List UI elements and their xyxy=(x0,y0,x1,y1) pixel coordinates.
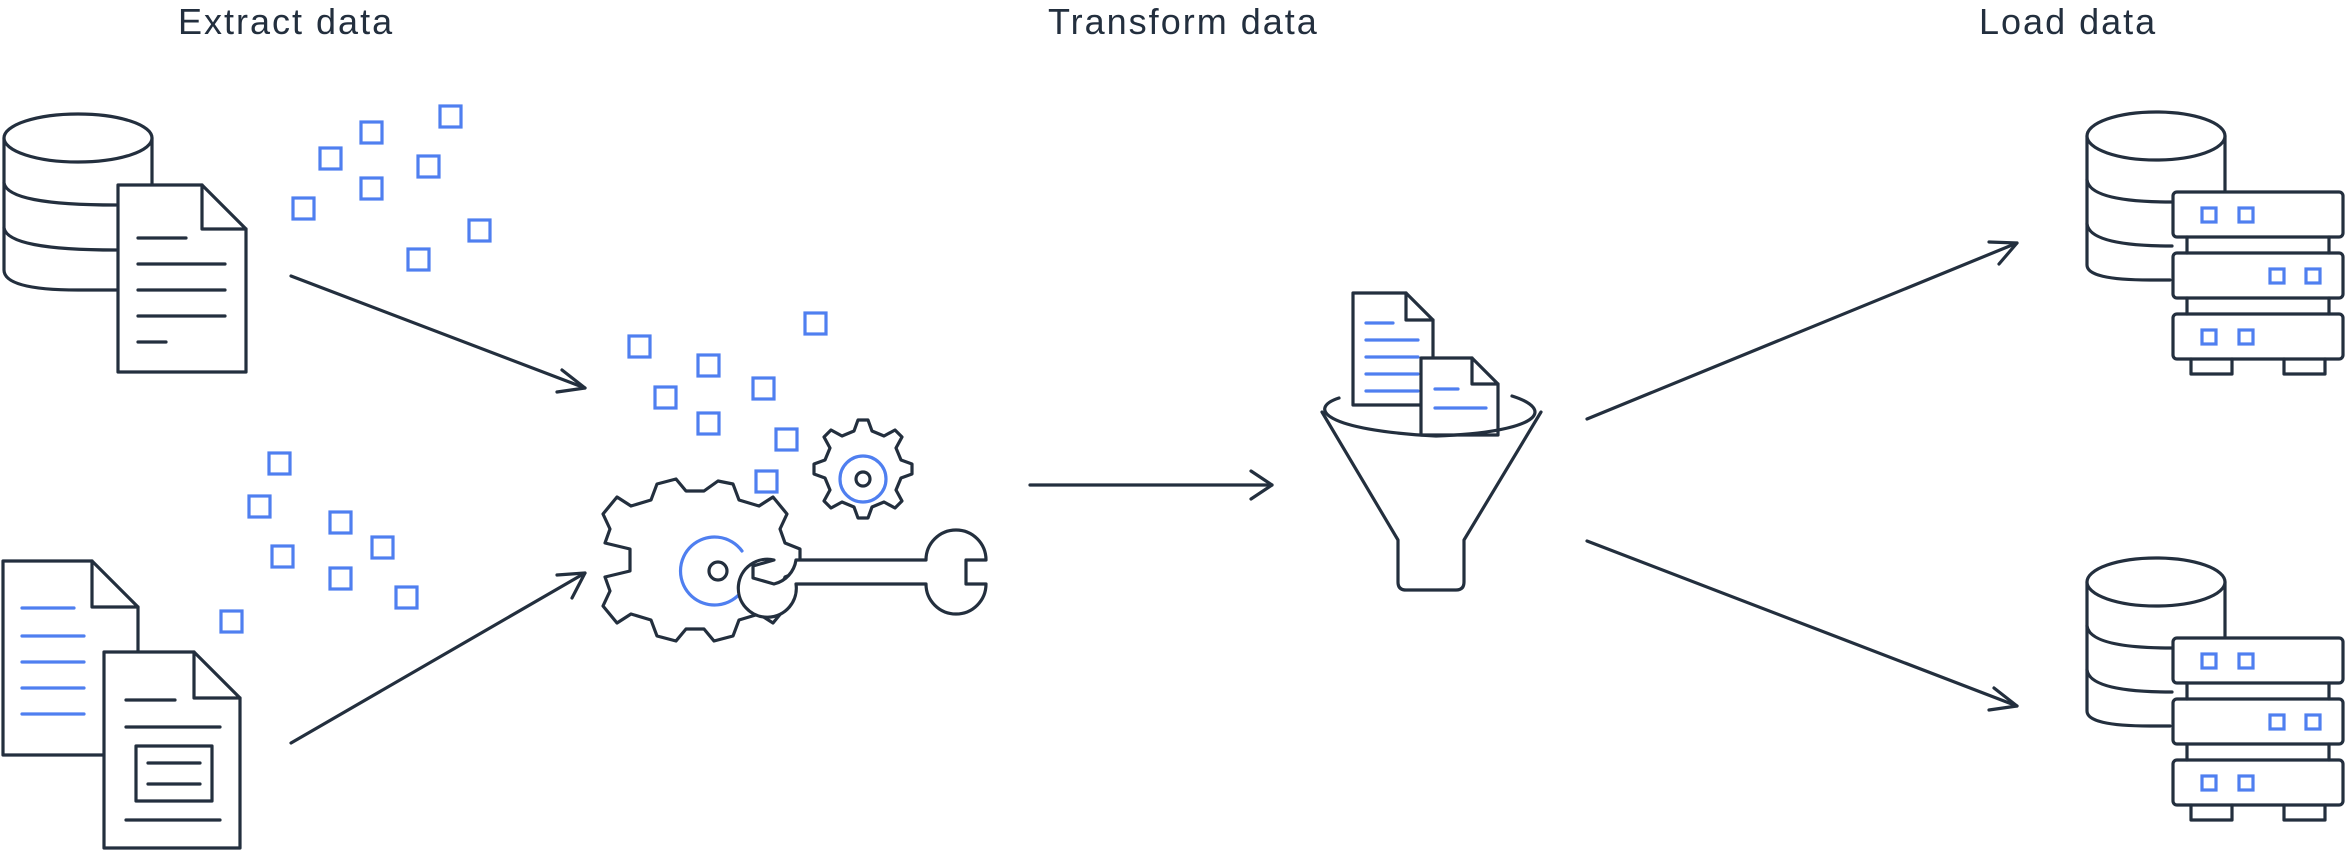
arrow-extract-bottom xyxy=(289,571,587,745)
database-document-icon xyxy=(2,112,248,374)
arrow-load-top xyxy=(1585,240,2019,421)
document-icon xyxy=(116,183,248,374)
data-block xyxy=(696,353,721,378)
data-block xyxy=(328,566,353,591)
server-rack-icon xyxy=(2171,636,2345,822)
data-block xyxy=(467,218,492,243)
arrow-transform xyxy=(1028,469,1274,501)
data-block xyxy=(359,176,384,201)
document-icon xyxy=(1419,356,1500,437)
data-block xyxy=(247,494,272,519)
data-block xyxy=(803,311,828,336)
data-block xyxy=(291,196,316,221)
data-block xyxy=(406,247,431,272)
database-icon xyxy=(2,112,154,292)
extract-data-title: Extract data xyxy=(178,1,395,42)
documents-icon xyxy=(1,559,242,850)
database-server-icon xyxy=(2085,556,2345,822)
data-block xyxy=(394,585,419,610)
data-block xyxy=(370,535,395,560)
data-block xyxy=(267,451,292,476)
data-block xyxy=(318,146,343,171)
data-block xyxy=(653,385,678,410)
transform-data-title: Transform data xyxy=(1048,1,1319,42)
document-front-icon xyxy=(102,650,242,850)
data-block xyxy=(328,510,353,535)
database-icon xyxy=(2085,110,2227,282)
large-gear-icon xyxy=(601,477,802,643)
funnel-documents-icon xyxy=(1320,291,1543,592)
data-block xyxy=(416,154,441,179)
funnel-icon xyxy=(1320,394,1543,592)
database-server-icon xyxy=(2085,110,2345,376)
data-block xyxy=(627,334,652,359)
data-block xyxy=(774,427,799,452)
load-data-title: Load data xyxy=(1979,1,2158,42)
database-icon xyxy=(2085,556,2227,728)
data-blocks xyxy=(219,104,828,634)
data-block xyxy=(359,120,384,145)
data-block xyxy=(270,544,295,569)
small-gear-icon xyxy=(812,418,914,520)
data-block xyxy=(438,104,463,129)
data-block xyxy=(754,469,779,494)
data-block xyxy=(219,609,244,634)
data-block xyxy=(751,376,776,401)
flow-arrows xyxy=(289,240,2019,745)
gears-wrench-icon xyxy=(601,418,988,643)
arrow-extract-top xyxy=(289,274,587,394)
arrow-load-bottom xyxy=(1585,539,2019,712)
server-rack-icon xyxy=(2171,190,2345,376)
wrench-icon xyxy=(736,528,988,619)
data-block xyxy=(696,411,721,436)
